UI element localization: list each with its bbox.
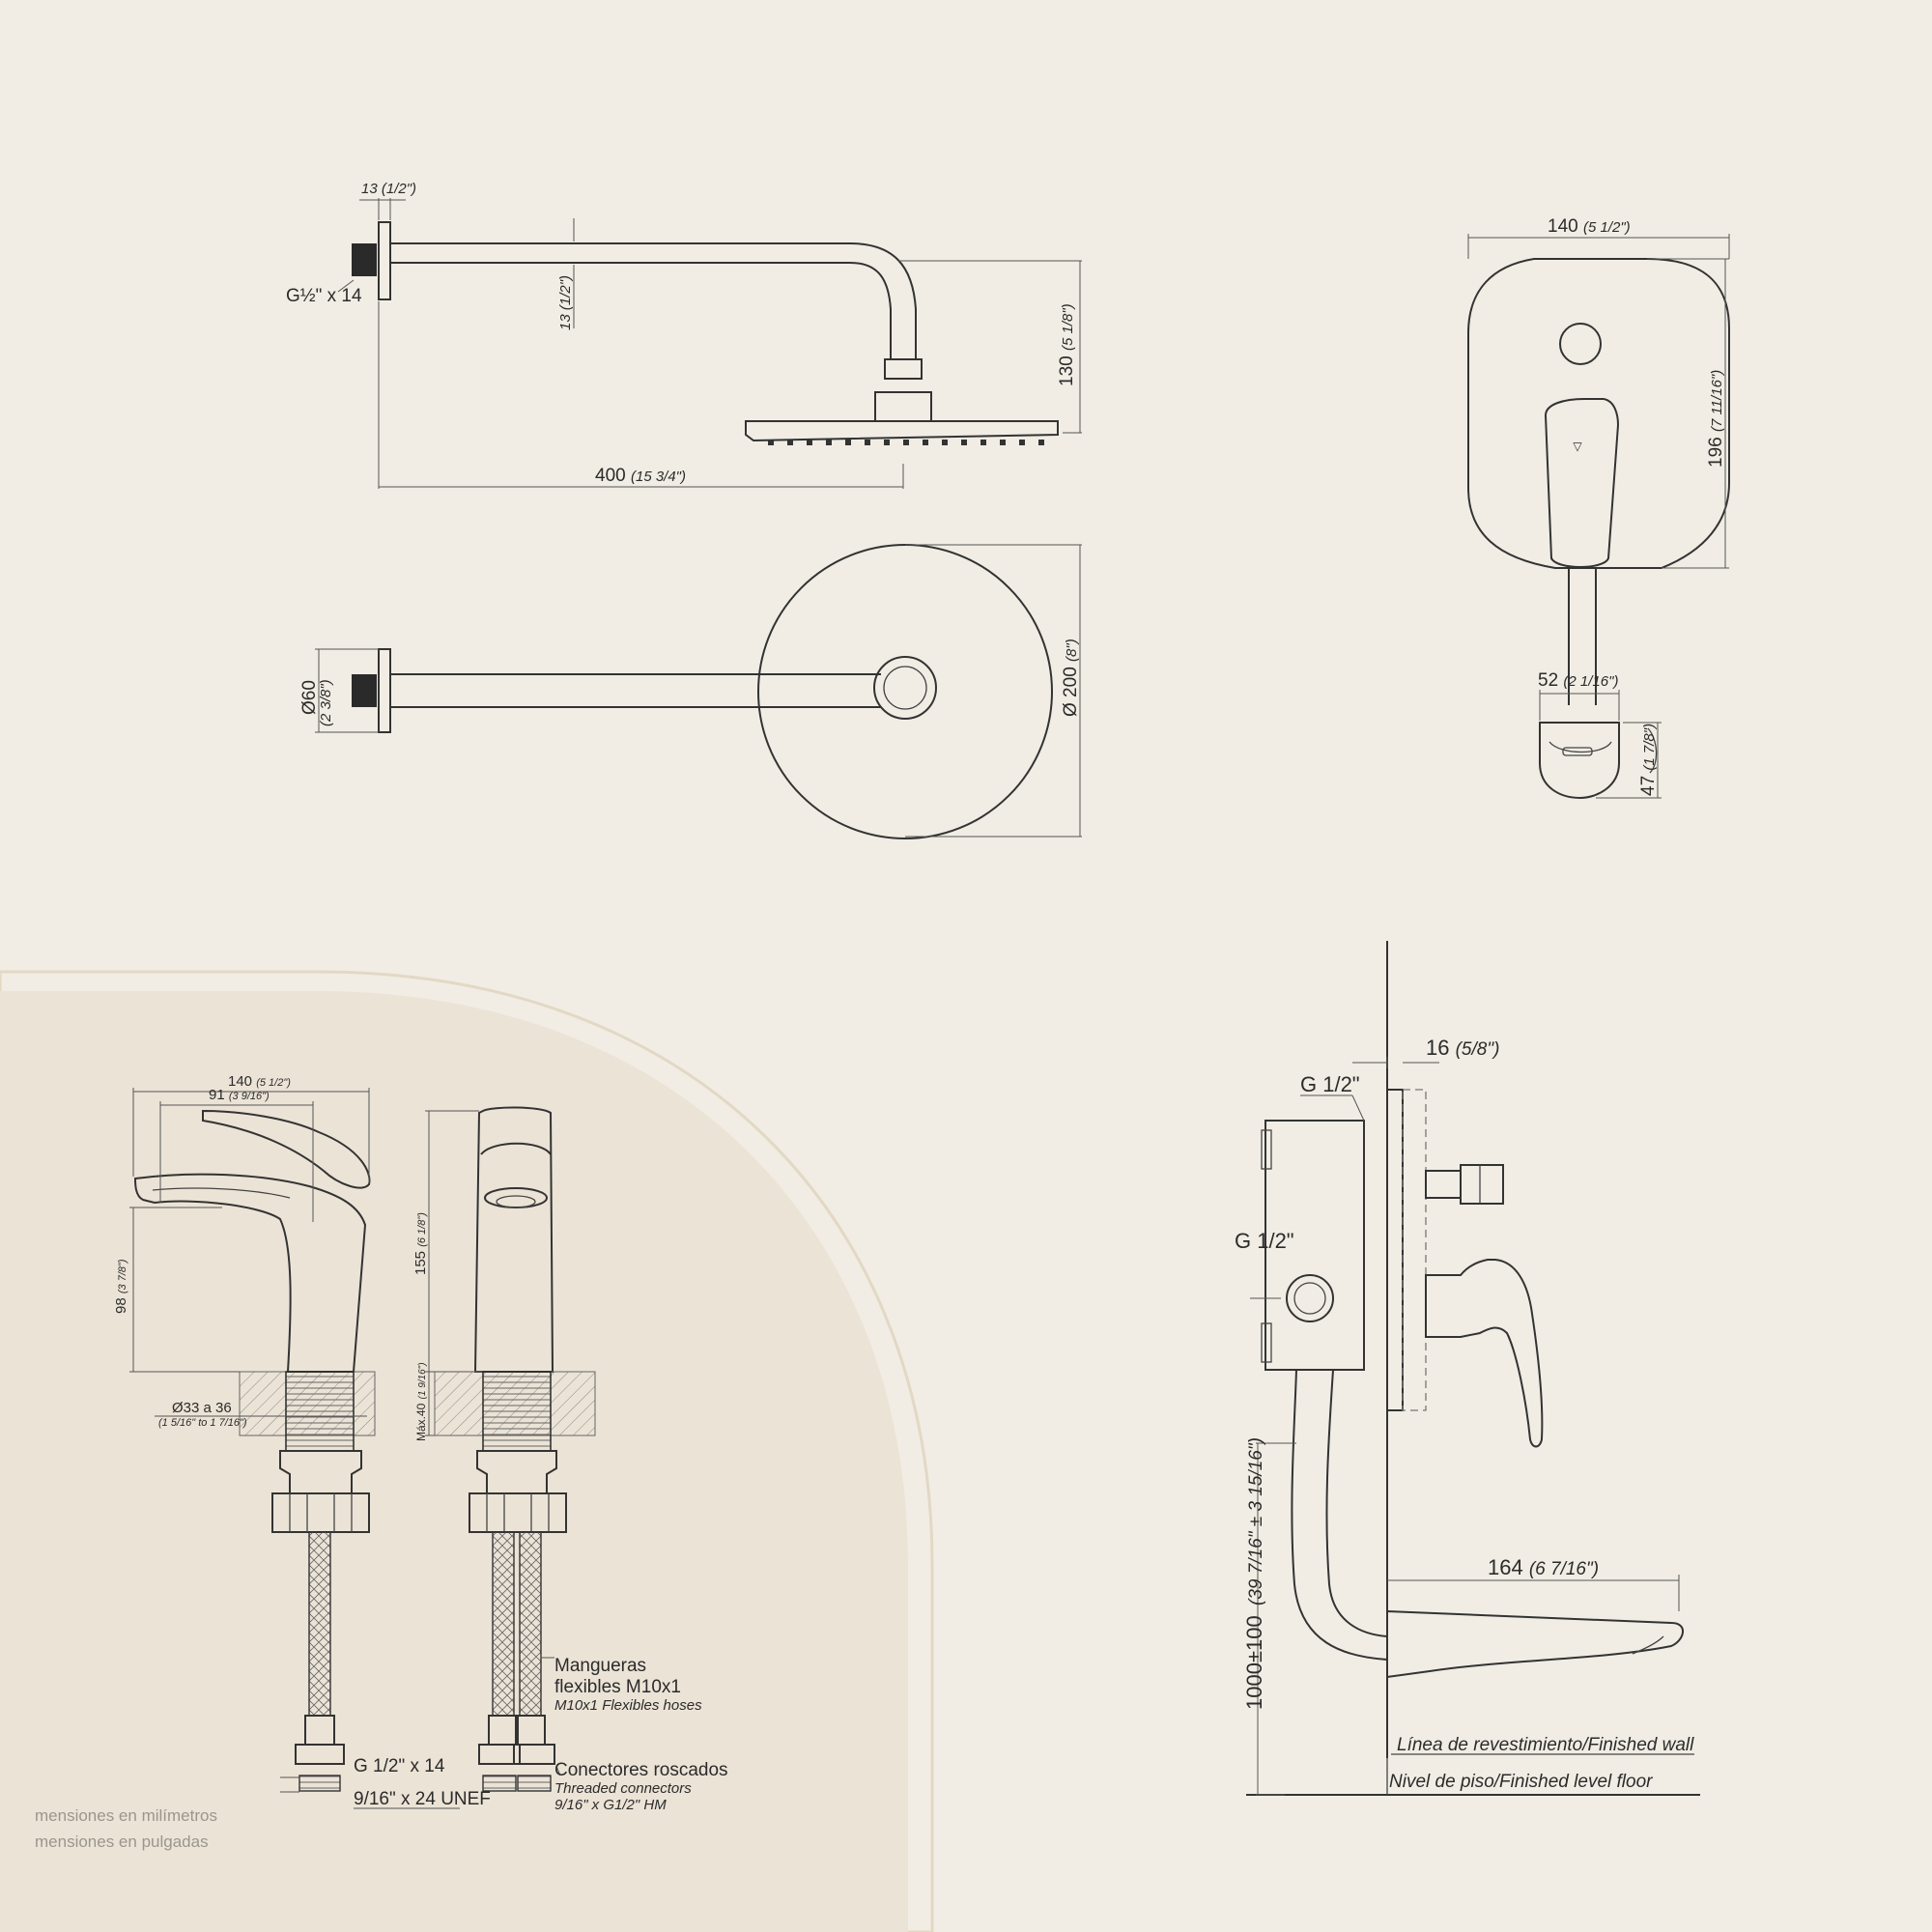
outlet-pipe bbox=[1291, 1369, 1388, 1661]
head-diameter-label: Ø 200 (8") bbox=[1061, 639, 1081, 717]
basin-faucet-front-view: 155 (6 1/8") Máx.40 (1 9/16") Mangueras … bbox=[354, 1106, 728, 1813]
shower-head-disk bbox=[745, 420, 1059, 442]
hose-label-en: M10x1 Flexibles hoses bbox=[554, 1697, 702, 1714]
mount-height-label: 1000±100 bbox=[1242, 1615, 1266, 1710]
unef-label: 9/16" x 24 UNEF bbox=[354, 1789, 491, 1809]
flange-diameter-in-label: (2 3/8") bbox=[318, 679, 334, 726]
connector-label-en: Threaded connectors bbox=[554, 1780, 692, 1797]
spout-reach-label: 91 (3 9/16") bbox=[209, 1087, 270, 1103]
threaded-shank bbox=[285, 1371, 355, 1452]
shower-head-side-view: 13 (1/2") G½" x 14 13 (1/2") 130 (5 1/8"… bbox=[286, 181, 1082, 489]
mount-height-in-label: (39 7/16" ± 3 15/16") bbox=[1246, 1437, 1266, 1605]
wall-offset-label: 16 (5/8") bbox=[1426, 1036, 1499, 1060]
thread-label: G 1/2" x 14 bbox=[354, 1756, 445, 1776]
wall-flange bbox=[378, 221, 391, 300]
legend-in: mensiones en pulgadas bbox=[35, 1833, 209, 1851]
plate-width-label: 140 (5 1/2") bbox=[1548, 216, 1631, 237]
head-circle bbox=[757, 544, 1053, 839]
shower-arm bbox=[390, 242, 917, 359]
wall-installation-section: 16 (5/8") G 1/2" G 1/2" 164 (6 7/16") 10… bbox=[1235, 941, 1700, 1796]
side-inlet bbox=[1286, 1274, 1334, 1322]
connector-label-es: Conectores roscados bbox=[554, 1760, 728, 1780]
shower-head-top-view: Ø60 (2 3/8") Ø 200 (8") bbox=[299, 544, 1082, 839]
shower-length-label: 400 (15 3/4") bbox=[595, 466, 686, 486]
escutcheon-plate bbox=[1467, 258, 1730, 569]
diverter-plate-front-view: ▽ 140 (5 1/2") 196 (7 11/16") 52 (2 1/16… bbox=[1467, 216, 1730, 800]
plate-height-label: 196 (7 11/16") bbox=[1706, 370, 1726, 468]
background-panel bbox=[0, 970, 934, 1932]
swivel-nut bbox=[884, 358, 923, 380]
spout-reach-label: 164 (6 7/16") bbox=[1488, 1555, 1599, 1579]
diverter-knob bbox=[1559, 323, 1602, 365]
overall-reach-label: 140 (5 1/2") bbox=[228, 1073, 291, 1090]
flange-thickness-label: 13 (1/2") bbox=[361, 181, 416, 197]
hole-diameter-label: Ø33 a 36 bbox=[172, 1400, 232, 1416]
lever-handle bbox=[1544, 398, 1620, 568]
nozzles bbox=[768, 440, 1044, 445]
hose-label-es-1: Mangueras bbox=[554, 1656, 646, 1676]
units-legend: mensiones en milímetros mensiones en pul… bbox=[35, 1806, 217, 1852]
hole-diameter-in-label: (1 5/16" to 1 7/16") bbox=[158, 1417, 247, 1429]
flex-hose bbox=[308, 1531, 331, 1717]
wall-plate bbox=[1386, 1089, 1404, 1411]
total-height-label: 155 (6 1/8") bbox=[412, 1212, 429, 1275]
legend-mm: mensiones en milímetros bbox=[35, 1806, 217, 1825]
handle-side bbox=[1425, 1259, 1544, 1448]
connector-size-label: 9/16" x G1/2" HM bbox=[554, 1797, 667, 1813]
spout-width-label: 52 (2 1/16") bbox=[1538, 670, 1618, 691]
faucet-body bbox=[133, 1173, 367, 1373]
floor-level-label: Nivel de piso/Finished level floor bbox=[1389, 1772, 1653, 1792]
spout-front bbox=[1539, 722, 1620, 800]
spout-height-label: 98 (3 7/8") bbox=[113, 1259, 129, 1314]
max-deck-label: Máx.40 (1 9/16") bbox=[412, 1362, 429, 1441]
spout-depth-label: 47 (1 7/8") bbox=[1638, 724, 1659, 796]
bath-spout bbox=[1386, 1609, 1684, 1679]
thread-nipple bbox=[352, 243, 377, 276]
flange-diameter-label: Ø60 bbox=[299, 680, 320, 715]
brand-mark: ▽ bbox=[1573, 440, 1582, 453]
inlet-side-label: G 1/2" bbox=[1235, 1229, 1294, 1253]
shower-height-label: 130 (5 1/8") bbox=[1057, 303, 1077, 386]
inlet-top-label: G 1/2" bbox=[1300, 1072, 1360, 1096]
thread-label: G½" x 14 bbox=[286, 286, 362, 306]
basin-faucet-side-view: 140 (5 1/2") 91 (3 9/16") 98 (3 7/8") Ø3… bbox=[113, 1073, 376, 1793]
finished-wall-label: Línea de revestimiento/Finished wall bbox=[1397, 1735, 1694, 1755]
faucet-lever bbox=[202, 1109, 371, 1189]
hose-label-es-2: flexibles M10x1 bbox=[554, 1677, 681, 1697]
arm-diameter-label: 13 (1/2") bbox=[557, 275, 574, 330]
